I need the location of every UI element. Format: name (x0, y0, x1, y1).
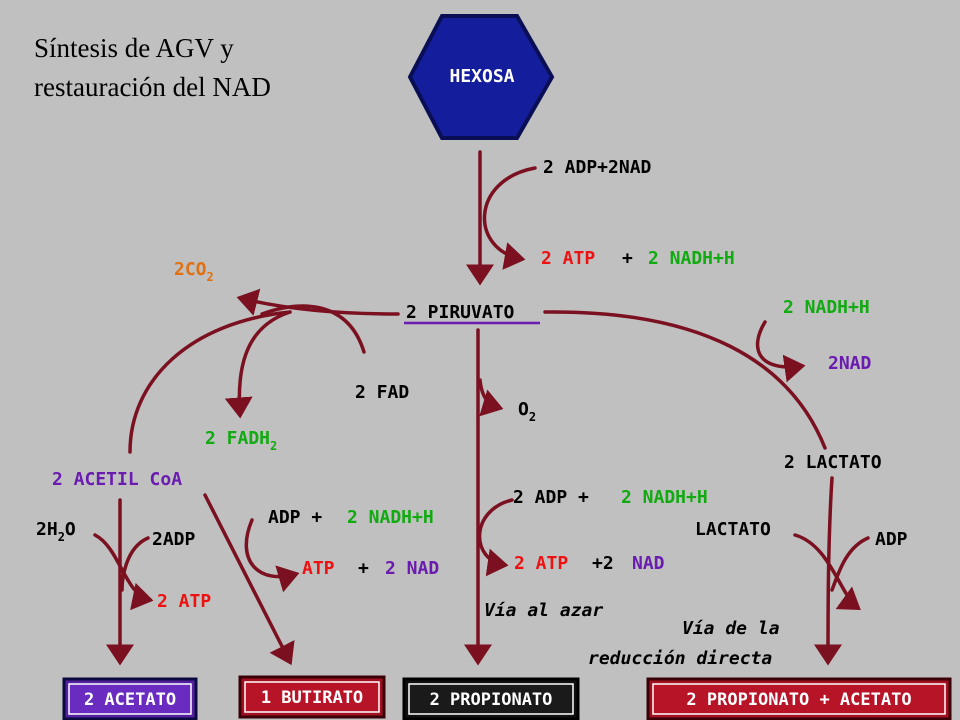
label-adp-but: ADP + (268, 507, 322, 528)
label-nadh-top: 2 NADH+H (648, 248, 735, 269)
label-o2: O2 (518, 399, 536, 424)
arrow-acetil-butirato (203, 493, 295, 666)
product-acetato-label: 2 ACETATO (84, 690, 176, 710)
product-propionato: 2 PROPIONATO (402, 677, 580, 720)
label-atp-left: 2 ATP (157, 591, 211, 612)
acetil-coa-label: 2 ACETIL CoA (52, 469, 182, 490)
arrow-side-left-2 (120, 536, 150, 592)
label-nad-right: 2NAD (828, 353, 872, 374)
label-lactato-mid: LACTATO (695, 519, 771, 540)
hexosa-label: HEXOSA (449, 66, 514, 87)
product-butirato-label: 1 BUTIRATO (261, 688, 363, 708)
arrow-side-top (482, 166, 537, 270)
label-via-red-1: Vía de la (682, 618, 780, 639)
label-atp-but: ATP (302, 558, 335, 579)
label-nadh-prop: 2 NADH+H (621, 487, 708, 508)
label-adp-left: 2ADP (152, 529, 196, 550)
arrow-side-propionato (477, 498, 514, 577)
label-atp-top: 2 ATP (541, 248, 595, 269)
title-line-1: Síntesis de AGV y (34, 33, 234, 63)
label-fadh: 2 FADH2 (205, 428, 277, 453)
arrow-piruvato-acetil (128, 310, 292, 454)
hexosa-hexagon (407, 14, 555, 140)
label-plus-top: + (622, 248, 633, 269)
label-via-azar: Vía al azar (484, 600, 603, 621)
arrow-side-left (93, 533, 154, 611)
piruvato-label: 2 PIRUVATO (406, 302, 515, 323)
arrow-fad (260, 304, 366, 354)
arrow-lactato-mixto (814, 476, 843, 666)
label-nad-but: 2 NAD (385, 558, 439, 579)
arrow-nadh-right (755, 320, 806, 383)
lactato-label: 2 LACTATO (784, 452, 882, 473)
arrow-o2 (478, 378, 504, 417)
title-line-2: restauración del NAD (34, 72, 271, 102)
product-acetato: 2 ACETATO (62, 677, 198, 720)
arrow-side-butirato (244, 518, 300, 593)
label-adp-right: ADP (875, 529, 908, 550)
label-nad-prop: NAD (632, 553, 665, 574)
label-atp-prop: 2 ATP (514, 553, 568, 574)
arrows (93, 150, 870, 666)
arrow-piruvato-co2 (236, 288, 400, 316)
arrow-piruvato-lactato (543, 310, 827, 450)
label-adp-nad-top: 2 ADP+2NAD (543, 157, 652, 178)
label-nadh-right: 2 NADH+H (783, 297, 870, 318)
product-propionato-label: 2 PROPIONATO (430, 690, 553, 710)
product-mixto: 2 PROPIONATO + ACETATO (646, 677, 952, 720)
label-adp-prop: 2 ADP + (513, 487, 589, 508)
arrow-side-lactato-2 (830, 536, 870, 592)
label-via-red-2: reducción directa (588, 648, 772, 669)
label-plus-but: + (358, 558, 369, 579)
product-butirato: 1 BUTIRATO (238, 675, 386, 719)
label-nadh-but: 2 NADH+H (347, 507, 434, 528)
label-h2o: 2H2O (36, 519, 76, 544)
arrow-side-lactato (793, 533, 861, 611)
label-plus2-prop: +2 (592, 553, 614, 574)
product-mixto-label: 2 PROPIONATO + ACETATO (686, 690, 911, 710)
arrow-to-fadh (224, 310, 292, 419)
label-fad: 2 FAD (355, 382, 409, 403)
label-co2: 2CO2 (174, 259, 214, 284)
